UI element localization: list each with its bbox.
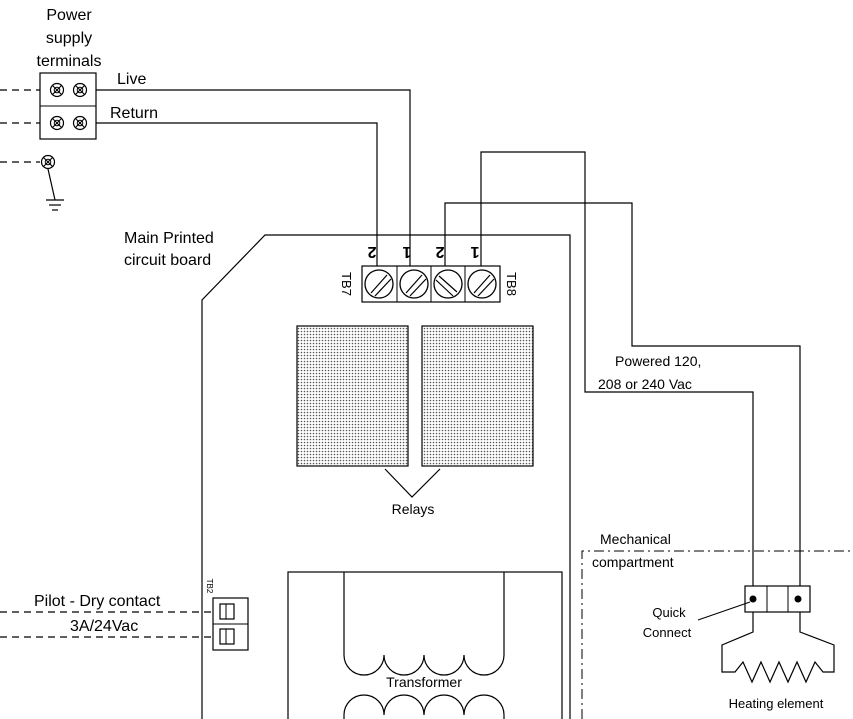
tb7-tb8-terminal-strip [361,265,501,303]
main-pcb-outline [201,234,571,719]
main-pcb-label-line2: circuit board [124,252,211,269]
relay-right [421,325,534,467]
live-wire [96,89,411,266]
quick-connect-label-line1: Quick [652,605,686,620]
screw-terminal-icon [72,115,88,131]
tb2-terminal-block [212,597,249,651]
live-label: Live [117,71,146,88]
power-supply-label-line3: terminals [37,53,102,70]
powered-label-line1: Powered 120, [615,353,701,369]
transformer-box [287,571,563,719]
pilot-label-line1: Pilot - Dry contact [34,593,161,610]
powered-label-line2: 208 or 240 Vac [598,376,692,392]
screw-terminal-icon [49,115,65,131]
power-supply-label-line1: Power [46,7,92,24]
mechanical-label-line2: compartment [592,554,674,570]
heating-element-label: Heating element [729,696,824,711]
relay-left [296,325,409,467]
relays-pointer [384,468,441,498]
mechanical-label-line1: Mechanical [600,531,671,547]
tb7-terminal-2-label: 2 [367,243,376,260]
tb8-terminal-1-wire [480,151,754,586]
power-supply-label-line2: supply [46,30,92,47]
tb2-label: TB2 [205,579,214,594]
tb7-label: TB7 [339,272,354,296]
tb7-terminal-1-label: 1 [402,243,411,260]
tb8-terminal-2-wire [444,202,801,586]
transformer-label: Transformer [386,674,462,690]
tb8-terminal-2-label: 2 [435,243,444,260]
relays-label: Relays [392,501,435,517]
ground-symbol-icon [40,154,64,211]
mechanical-compartment-boundary [581,550,853,719]
screw-terminal-icon [72,82,88,98]
return-wire [96,122,378,266]
transformer-secondary-coil [343,694,505,719]
pilot-label-line2: 3A/24Vac [70,618,138,635]
quick-connect-pointer [697,601,751,621]
quick-connect-label-line2: Connect [643,625,692,640]
power-supply-terminal-block [39,72,97,140]
transformer-primary-coil [343,572,505,676]
tb8-terminal-1-label: 1 [470,243,479,260]
heating-element [721,612,835,684]
tb8-label: TB8 [504,272,519,296]
return-label: Return [110,105,158,122]
quick-connect [744,585,811,613]
screw-terminal-icon [49,82,65,98]
main-pcb-label-line1: Main Printed [124,230,214,247]
